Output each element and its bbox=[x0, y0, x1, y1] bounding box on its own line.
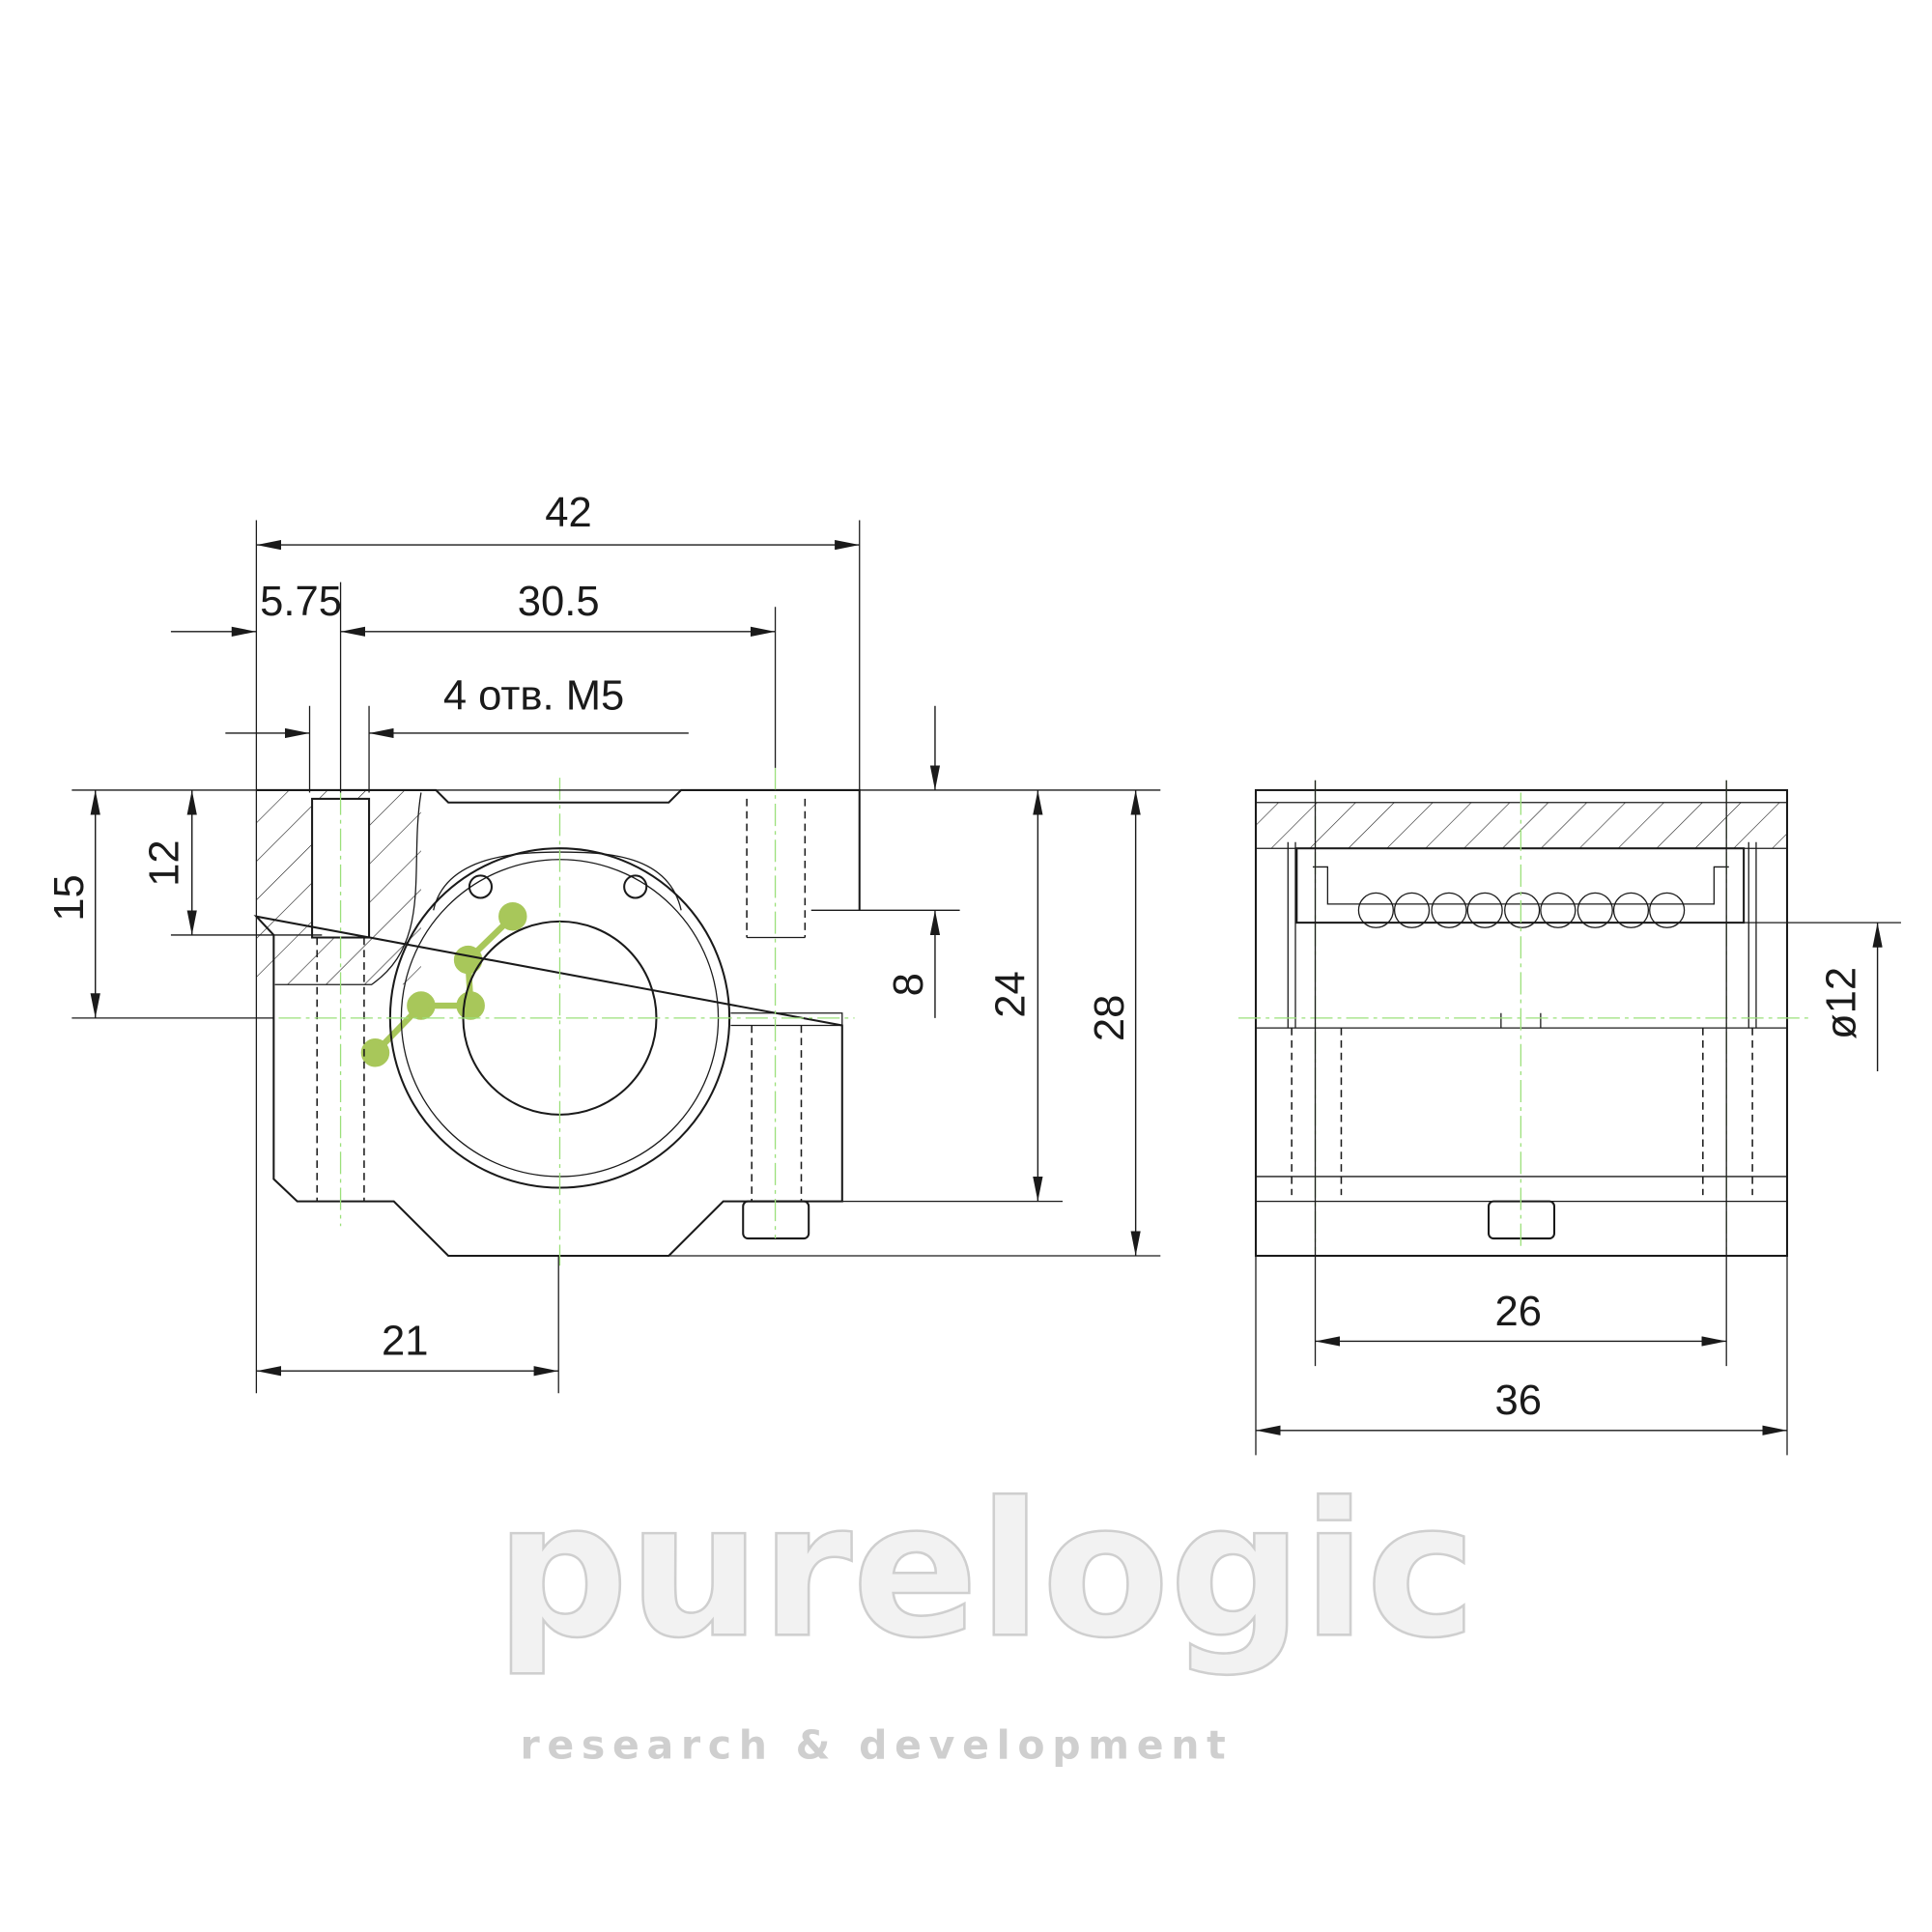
dim-26: 26 bbox=[1495, 1289, 1542, 1335]
holes-note: 4 отв. M5 bbox=[443, 673, 624, 720]
side-outline bbox=[1254, 788, 1789, 1258]
dim-8: 8 bbox=[886, 973, 932, 996]
dim-30-5: 30.5 bbox=[518, 579, 600, 625]
ball-row bbox=[1357, 892, 1686, 928]
dim-15: 15 bbox=[46, 874, 93, 921]
front-view bbox=[253, 767, 960, 1266]
watermark-logo: purelogic research & development bbox=[360, 901, 1477, 1769]
dim-5-75: 5.75 bbox=[260, 579, 342, 625]
dim-24: 24 bbox=[987, 971, 1034, 1017]
dim-12: 12 bbox=[142, 839, 188, 886]
side-view bbox=[1238, 780, 1808, 1258]
watermark-tagline: research & development bbox=[520, 1722, 1233, 1769]
dim-42: 42 bbox=[545, 490, 591, 536]
dim-21: 21 bbox=[382, 1319, 428, 1365]
watermark-brand: purelogic bbox=[496, 1463, 1476, 1679]
dim-36: 36 bbox=[1495, 1378, 1542, 1424]
dim-diameter-12: ø12 bbox=[1819, 967, 1865, 1039]
dim-28: 28 bbox=[1087, 995, 1133, 1041]
dimensions: 42 5.75 30.5 4 отв. M5 15 12 8 24 28 21 … bbox=[46, 490, 1901, 1456]
